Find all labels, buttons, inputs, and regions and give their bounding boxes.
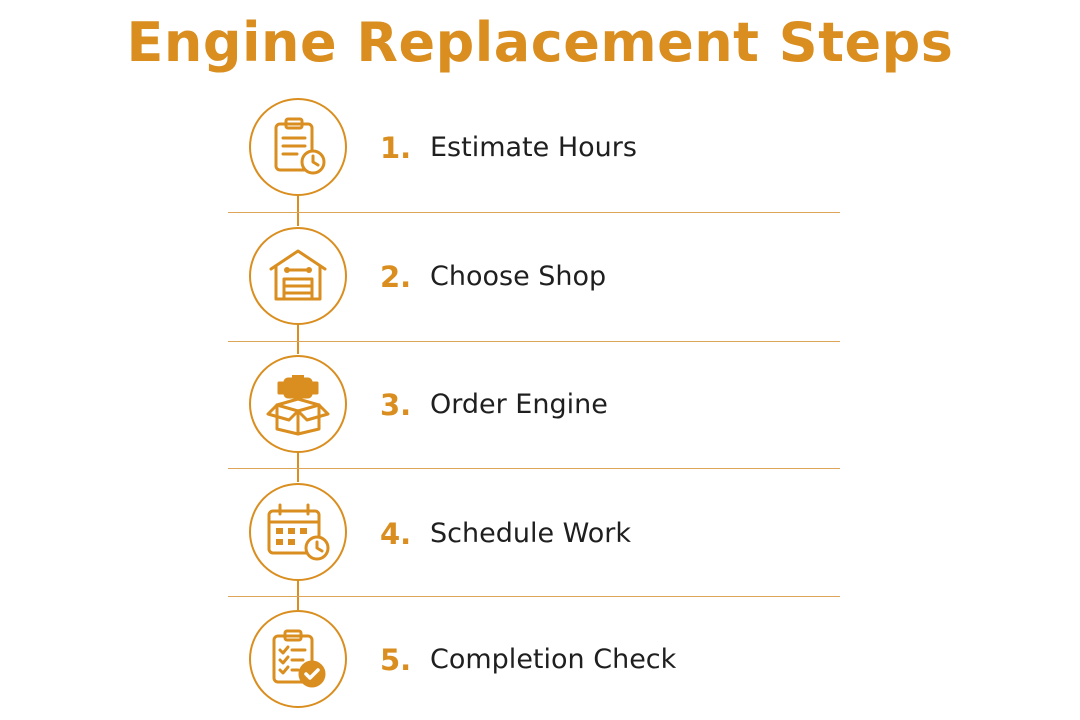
timeline-connector <box>297 452 299 482</box>
step-3-icon-circle <box>249 355 347 453</box>
diagram-title: Engine Replacement Steps <box>126 11 954 74</box>
timeline-connector <box>297 580 299 610</box>
clipboard-clock-icon <box>274 117 326 175</box>
step-divider <box>228 341 840 342</box>
step-divider <box>228 212 840 213</box>
step-4-label: Schedule Work <box>430 518 632 549</box>
step-divider <box>228 596 840 597</box>
step-5-number: 5. <box>380 643 412 677</box>
checklist-check-icon <box>272 629 326 688</box>
step-2-label: Choose Shop <box>430 261 607 292</box>
timeline-connector <box>297 196 299 226</box>
step-4-icon-circle <box>249 483 347 581</box>
step-3-number: 3. <box>380 388 412 422</box>
step-2-icon-circle <box>249 227 347 325</box>
step-1-icon-circle <box>249 98 347 196</box>
step-4-number: 4. <box>380 517 412 551</box>
step-divider <box>228 468 840 469</box>
step-5-icon-circle <box>249 610 347 708</box>
step-3-label: Order Engine <box>430 389 608 420</box>
garage-wrench-icon <box>269 249 327 301</box>
calendar-clock-icon <box>267 503 330 561</box>
step-1-label: Estimate Hours <box>430 132 637 163</box>
step-1-number: 1. <box>380 131 412 165</box>
engine-box-icon <box>266 375 330 436</box>
step-5-label: Completion Check <box>430 644 677 675</box>
timeline-connector <box>297 324 299 354</box>
step-2-number: 2. <box>380 260 412 294</box>
